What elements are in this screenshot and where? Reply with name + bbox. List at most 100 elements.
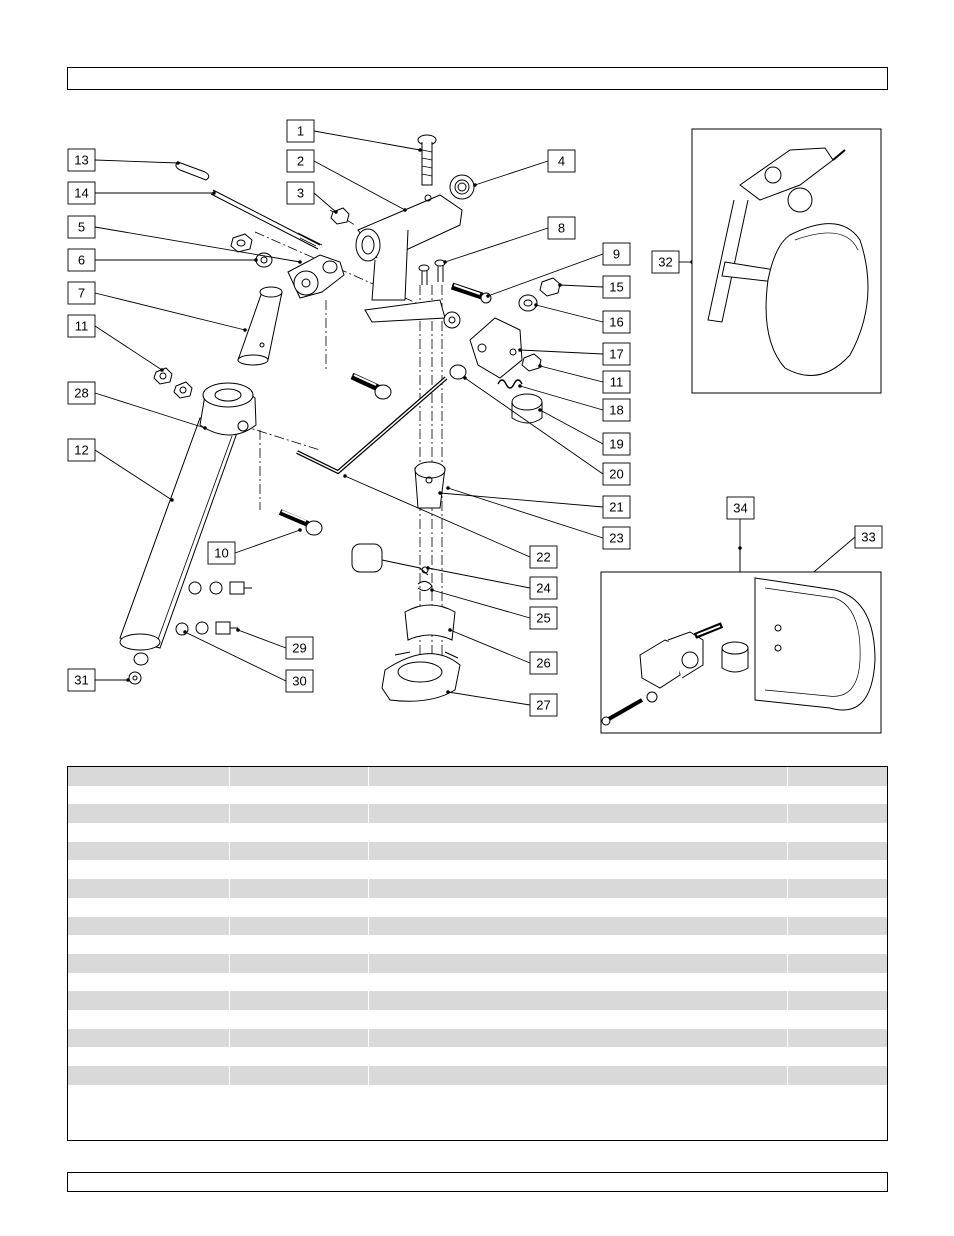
part-clip-25 [417, 580, 433, 592]
callout-box-9 [602, 242, 631, 266]
table-cell [788, 1048, 887, 1067]
callout-leader-28 [94, 392, 206, 429]
table-row [68, 1028, 887, 1048]
callout-leader-16 [535, 304, 604, 323]
callout-number: 13 [74, 153, 88, 168]
table-cell [230, 972, 369, 992]
table-cell [230, 879, 369, 898]
callout-number: 7 [78, 286, 85, 301]
callout-number: 32 [658, 255, 672, 270]
callout-box-12 [67, 438, 96, 462]
callout-number: 6 [78, 253, 85, 268]
callout-box-22 [529, 545, 558, 569]
callout-number: 1 [297, 124, 304, 139]
callout-leader-9 [487, 253, 604, 297]
callout-box-4 [547, 149, 576, 173]
table-cell [788, 1066, 887, 1085]
table-row [68, 897, 887, 917]
callout-number: 33 [861, 530, 875, 545]
callout-box-15 [602, 275, 631, 299]
callout-arrowhead [298, 260, 302, 264]
callout-number: 14 [74, 186, 88, 201]
callout-arrowhead [343, 474, 347, 478]
table-cell [230, 1010, 369, 1029]
table-cell [788, 973, 887, 992]
part-roller-19 [511, 393, 543, 424]
callout-arrowhead [254, 258, 258, 262]
table-cell [369, 785, 788, 805]
detail-view-32 [691, 128, 882, 394]
callout-number: 11 [610, 375, 624, 390]
callout-box-3 [286, 181, 315, 205]
table-cell [369, 916, 788, 936]
callout-arrowhead [160, 368, 164, 372]
callout-arrowhead [538, 364, 542, 368]
table-cell [788, 1029, 887, 1048]
callout-number: 30 [292, 674, 306, 689]
callout-arrowhead [473, 183, 477, 187]
table-cell [68, 935, 230, 954]
callout-box-18 [602, 398, 631, 422]
callout-box-24 [529, 576, 558, 600]
part-block-22 [414, 461, 446, 509]
table-cell [230, 1066, 369, 1085]
part-cap-13 [175, 161, 210, 181]
table-cell [68, 1084, 230, 1104]
table-cell [788, 767, 887, 786]
callout-leader-7 [94, 292, 246, 331]
callout-leader-12 [94, 449, 173, 501]
table-cell [68, 1047, 230, 1067]
table-cell [230, 954, 369, 973]
callout-leader-11 [94, 325, 163, 371]
table-cell [369, 841, 788, 861]
table-row [68, 823, 887, 842]
callout-arrowhead [438, 491, 442, 495]
table-row [68, 841, 887, 861]
part-bolt-9 [450, 282, 492, 304]
table-cell [68, 972, 230, 992]
callout-leader-13 [94, 159, 179, 164]
footer-bar [67, 1172, 888, 1192]
callout-arrowhead [426, 566, 430, 570]
table-cell [230, 785, 369, 805]
table-cell [230, 804, 369, 824]
callout-arrowhead [430, 588, 434, 592]
callout-arrowhead [203, 426, 207, 430]
callout-arrowhead [446, 486, 450, 490]
table-row [68, 991, 887, 1011]
callout-box-11 [602, 370, 631, 394]
parts-table [67, 766, 888, 1141]
part-knuckle-5 [287, 254, 345, 299]
table-cell [68, 785, 230, 805]
part-bolt-10 [278, 509, 323, 536]
table-cell [369, 804, 788, 824]
callout-leader-24 [427, 567, 531, 589]
table-cell [788, 1010, 887, 1029]
callout-box-26 [529, 651, 558, 675]
part-washer-mid [443, 311, 461, 329]
table-cell [369, 767, 788, 786]
table-cell [788, 786, 887, 805]
callout-leader-8 [444, 227, 549, 263]
table-cell [369, 954, 788, 973]
table-cell [788, 842, 887, 861]
callout-leader-17 [519, 349, 604, 355]
callout-arrowhead [403, 208, 407, 212]
callout-number: 11 [75, 319, 89, 334]
header-bar [67, 67, 888, 90]
table-cell [68, 823, 230, 842]
part-spacer-16 [518, 294, 538, 312]
exploded-parts-diagram: 1234567891011111213141516171819202122232… [67, 119, 883, 734]
callout-arrowhead [448, 628, 452, 632]
callout-number: 15 [609, 280, 623, 295]
part-base-27 [381, 651, 461, 702]
callout-arrowhead [538, 408, 542, 412]
table-cell [788, 935, 887, 954]
callout-leader-1 [313, 130, 421, 151]
table-row [68, 767, 887, 786]
table-cell [230, 1047, 369, 1067]
callout-box-23 [602, 526, 631, 550]
table-cell [68, 897, 230, 917]
callout-box-25 [529, 606, 558, 630]
table-cell [369, 897, 788, 917]
